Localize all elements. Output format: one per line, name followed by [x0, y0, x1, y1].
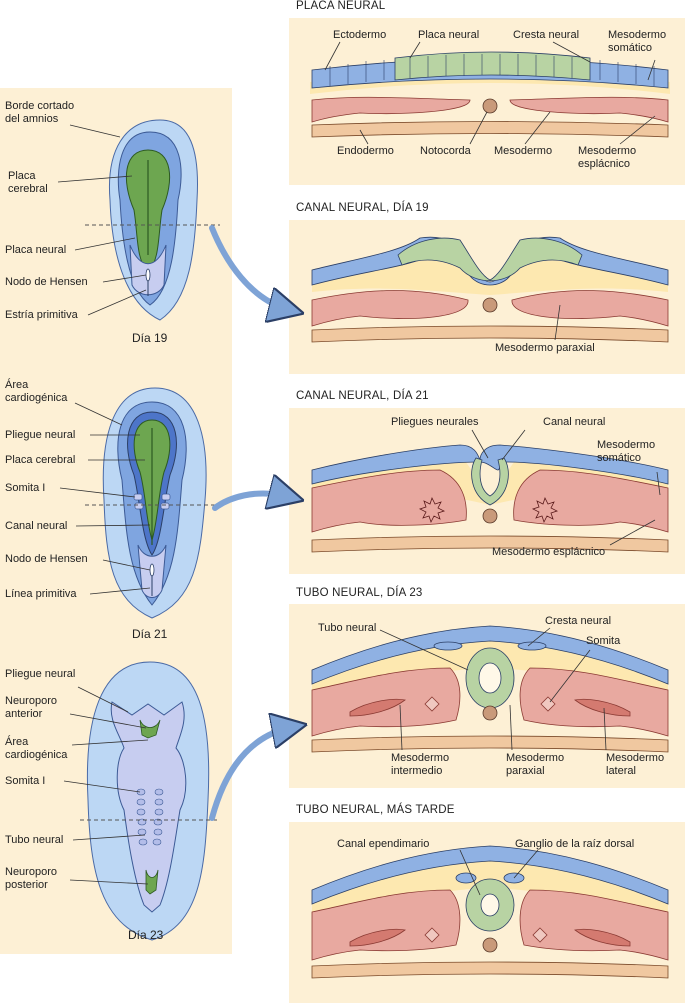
label-linea-primitiva: Línea primitiva: [5, 588, 77, 600]
label-canal-ependimario: Canal ependimario: [337, 838, 430, 850]
day-label-21: Día 21: [132, 627, 168, 641]
label-nodo-hensen-19: Nodo de Hensen: [5, 276, 88, 288]
label-tubo-neural-s4: Tubo neural: [318, 622, 377, 634]
label-pliegue-neural-23: Pliegue neural: [5, 668, 76, 680]
cross-section-canal-21: [311, 444, 669, 553]
day-label-19: Día 19: [132, 331, 168, 345]
label-nodo-hensen-21: Nodo de Hensen: [5, 553, 88, 565]
label-cresta-neural-s1: Cresta neural: [513, 29, 580, 41]
section-title-canal-21: CANAL NEURAL, DÍA 21: [296, 390, 429, 402]
label-mesodermo-paraxial-s4: Mesodermo paraxial: [506, 752, 565, 777]
label-mesodermo-somatico-s1: Mesodermo somático: [608, 29, 667, 54]
label-ectodermo: Ectodermo: [333, 29, 387, 41]
label-notocorda: Notocorda: [420, 145, 471, 157]
label-somita-i-23: Somita I: [5, 775, 46, 787]
label-area-cardiogenica-21: Área cardiogénica: [5, 379, 68, 404]
label-mesodermo-esplacnico-s3: Mesodermo esplácnico: [492, 546, 606, 558]
label-pliegue-neural-21: Pliegue neural: [5, 429, 76, 441]
label-placa-neural-s1: Placa neural: [418, 29, 480, 41]
cross-section-placa-neural: [310, 51, 670, 138]
label-mesodermo-s1: Mesodermo: [494, 145, 553, 157]
label-neuroporo-anterior: Neuroporo anterior: [5, 695, 57, 720]
label-placa-neural-19: Placa neural: [5, 244, 67, 256]
cross-section-canal-19: [311, 236, 669, 343]
label-somita-i-21: Somita I: [5, 482, 46, 494]
embryo-day21: [85, 387, 220, 619]
cross-section-tubo-tarde: [311, 845, 669, 979]
label-borde-amnios: Borde cortado del amnios: [5, 100, 75, 125]
label-pliegues-neurales: Pliegues neurales: [391, 416, 479, 428]
embryo-day19: [85, 119, 220, 321]
embryo-day23: [80, 661, 220, 941]
label-mesodermo-paraxial-s2: Mesodermo paraxial: [495, 342, 595, 354]
label-estria-primitiva: Estría primitiva: [5, 309, 78, 321]
label-mesodermo-esplacnico-s1: Mesodermo esplácnico: [578, 145, 637, 170]
label-placa-cerebral-21: Placa cerebral: [5, 454, 76, 466]
label-mesodermo-somatico-s3: Mesodermo somático: [597, 439, 656, 464]
label-placa-cerebral-19: Placa cerebral: [8, 170, 48, 195]
section-title-tubo-23: TUBO NEURAL, DÍA 23: [296, 587, 423, 599]
label-cresta-neural-s4: Cresta neural: [545, 615, 612, 627]
cross-section-tubo-23: [311, 625, 669, 753]
label-neuroporo-posterior: Neuroporo posterior: [5, 866, 57, 891]
label-tubo-neural-23: Tubo neural: [5, 834, 64, 846]
label-canal-neural-21: Canal neural: [5, 520, 68, 532]
label-somita-s4: Somita: [586, 635, 621, 647]
label-endodermo: Endodermo: [337, 145, 394, 157]
label-area-cardiogenica-23: Área cardiogénica: [5, 736, 68, 761]
label-ganglio-raiz-dorsal: Ganglio de la raíz dorsal: [515, 838, 635, 850]
section-title-placa-neural: PLACA NEURAL: [296, 0, 386, 12]
label-mesodermo-lateral: Mesodermo lateral: [606, 752, 665, 777]
label-canal-neural-s3: Canal neural: [543, 416, 606, 428]
day-label-23: Día 23: [128, 928, 164, 942]
connector-arrows: [209, 225, 293, 821]
section-title-canal-19: CANAL NEURAL, DÍA 19: [296, 202, 429, 214]
label-mesodermo-intermedio: Mesodermo intermedio: [391, 752, 450, 777]
section-title-tubo-tarde: TUBO NEURAL, MÁS TARDE: [296, 804, 455, 816]
